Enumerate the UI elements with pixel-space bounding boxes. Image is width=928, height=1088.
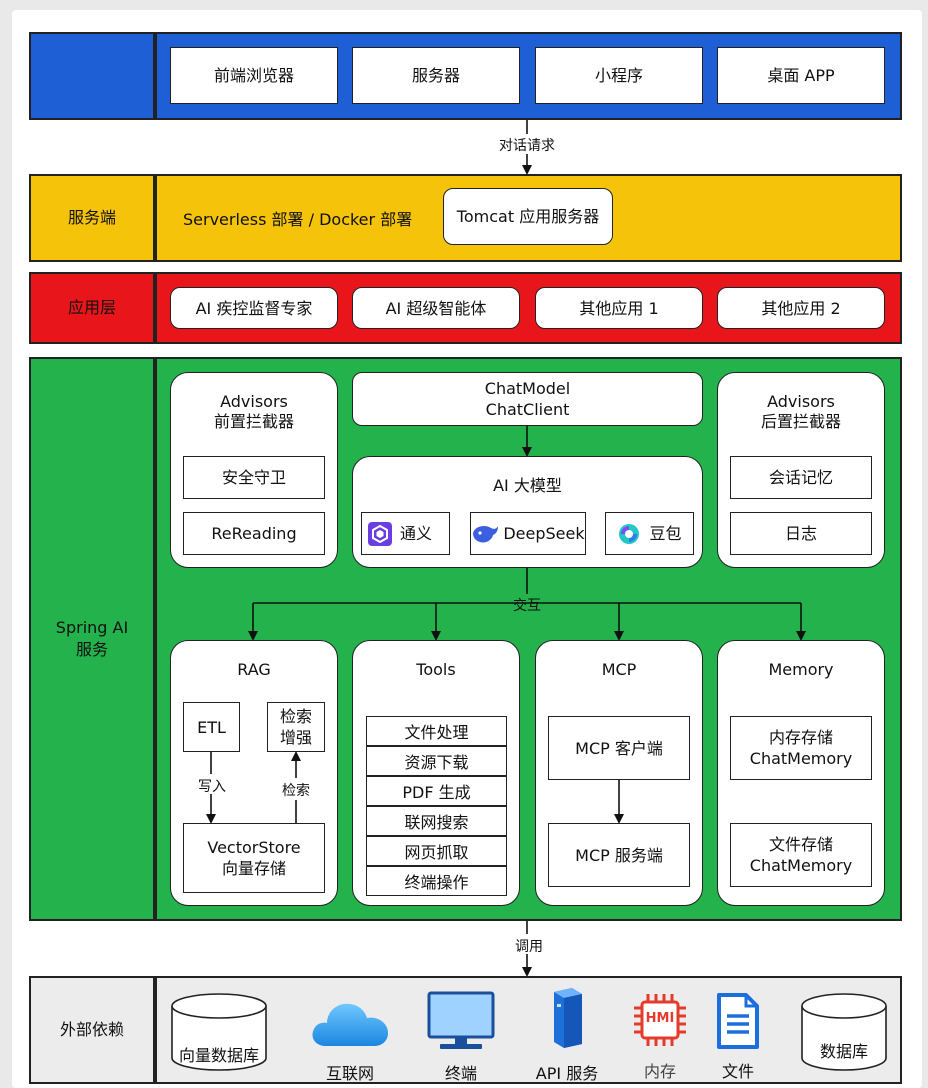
memory-file-line1: 文件存储 <box>768 835 833 854</box>
app-layer-label: 应用层 <box>29 272 155 344</box>
rag-retrieve-label: 检索 <box>282 783 310 799</box>
model-doubao-label: 豆包 <box>649 524 682 543</box>
request-arrow-label: 对话请求 <box>467 135 587 155</box>
client-desktop-app: 桌面 APP <box>717 47 885 104</box>
spring-ai-label-line2: 服务 <box>75 640 108 659</box>
pre-advisor-rereading: ReReading <box>183 512 325 555</box>
tools-list: 文件处理 资源下载 PDF 生成 联网搜索 网页抓取 终端操作 <box>366 716 507 896</box>
doubao-logo-icon <box>619 523 640 544</box>
client-browser: 前端浏览器 <box>170 47 338 104</box>
chat-model-label: ChatModel <box>484 379 571 398</box>
database-icon <box>171 993 267 1071</box>
database-icon <box>801 993 887 1071</box>
tool-terminal-operation: 终端操作 <box>366 866 507 896</box>
architecture-diagram: 前端浏览器 服务器 小程序 桌面 APP 对话请求 服务端 Serverless… <box>12 10 922 1088</box>
client-server: 服务器 <box>352 47 520 104</box>
server-layer-label: 服务端 <box>29 174 155 262</box>
invoke-arrow-label: 调用 <box>505 936 553 956</box>
rag-title: RAG <box>237 660 271 679</box>
post-advisors-title-line2: 后置拦截器 <box>760 412 841 431</box>
tool-resource-download: 资源下载 <box>366 746 507 776</box>
memory-file-line2: ChatMemory <box>749 856 853 875</box>
rag-enhance-line2: 增强 <box>279 728 312 747</box>
mcp-server: MCP 服务端 <box>548 823 690 887</box>
pre-advisors-title-line1: Advisors <box>220 392 288 411</box>
cloud-icon <box>312 1003 388 1046</box>
rag-etl: ETL <box>183 702 240 752</box>
external-internet-label: 互联网 <box>325 1064 374 1083</box>
mcp-client: MCP 客户端 <box>548 716 690 780</box>
chip-icon <box>634 994 686 1046</box>
pre-advisors-title: Advisors 前置拦截器 <box>170 392 338 432</box>
rag-retrieval-enhance: 检索 增强 <box>267 702 325 752</box>
external-layer <box>155 976 902 1084</box>
memory-in-memory-store: 内存存储 ChatMemory <box>730 716 872 780</box>
ai-model-title: AI 大模型 <box>493 476 562 495</box>
rag-store-line2: 向量存储 <box>221 859 286 878</box>
model-doubao: 豆包 <box>605 512 694 555</box>
pre-advisor-security-guard: 安全守卫 <box>183 456 325 499</box>
memory-in-memory-line2: ChatMemory <box>749 749 853 768</box>
external-memory-label: 内存 <box>643 1062 676 1081</box>
client-layer-label-block <box>29 32 155 120</box>
pre-advisors-title-line2: 前置拦截器 <box>213 412 294 431</box>
app-super-agent: AI 超级智能体 <box>352 287 520 329</box>
tomcat-server-box: Tomcat 应用服务器 <box>443 188 613 245</box>
document-icon <box>717 993 759 1049</box>
post-advisors-title: Advisors 后置拦截器 <box>717 392 885 432</box>
external-api-service-label: API 服务 <box>535 1064 599 1083</box>
interact-arrow-label: 交互 <box>507 595 547 615</box>
tongyi-logo-icon <box>368 521 392 546</box>
tool-web-search: 联网搜索 <box>366 806 507 836</box>
model-tongyi-label: 通义 <box>400 524 433 543</box>
tool-pdf-generate: PDF 生成 <box>366 776 507 806</box>
spring-ai-label-line1: Spring AI <box>55 618 129 637</box>
tool-web-scrape: 网页抓取 <box>366 836 507 866</box>
mcp-title: MCP <box>601 660 637 679</box>
memory-title: Memory <box>768 660 834 679</box>
memory-in-memory-line1: 内存存储 <box>768 728 833 747</box>
rag-vector-store: VectorStore 向量存储 <box>183 823 325 893</box>
monitor-icon <box>427 991 495 1049</box>
model-deepseek: DeepSeek <box>470 512 586 555</box>
app-disease-control-expert: AI 疾控监督专家 <box>170 287 338 329</box>
post-advisors-title-line1: Advisors <box>767 392 835 411</box>
tool-file-processing: 文件处理 <box>366 716 507 746</box>
deepseek-whale-icon <box>473 525 499 543</box>
app-other-2: 其他应用 2 <box>717 287 885 329</box>
external-file-label: 文件 <box>721 1062 754 1081</box>
external-terminal-label: 终端 <box>444 1064 477 1083</box>
rag-enhance-line1: 检索 <box>279 707 312 726</box>
external-vector-db-label: 向量数据库 <box>178 1046 259 1065</box>
server-icon <box>554 988 582 1048</box>
model-deepseek-label: DeepSeek <box>503 524 585 543</box>
deploy-text: Serverless 部署 / Docker 部署 <box>183 210 413 229</box>
chip-icon-text: HMI <box>645 1011 675 1026</box>
external-database-label: 数据库 <box>819 1042 868 1061</box>
chat-client-label: ChatClient <box>485 400 570 419</box>
app-other-1: 其他应用 1 <box>535 287 703 329</box>
chat-model-client-box: ChatModel ChatClient <box>352 372 703 426</box>
post-advisor-chat-memory: 会话记忆 <box>730 456 872 499</box>
memory-file-store: 文件存储 ChatMemory <box>730 823 872 887</box>
post-advisor-log: 日志 <box>730 512 872 555</box>
spring-ai-layer-label: Spring AI 服务 <box>29 357 155 921</box>
tools-title: Tools <box>416 660 456 679</box>
model-tongyi: 通义 <box>361 512 450 555</box>
rag-write-label: 写入 <box>198 779 226 795</box>
rag-store-line1: VectorStore <box>207 838 301 857</box>
client-miniprogram: 小程序 <box>535 47 703 104</box>
connectors <box>206 120 806 977</box>
external-layer-label: 外部依赖 <box>29 976 155 1084</box>
